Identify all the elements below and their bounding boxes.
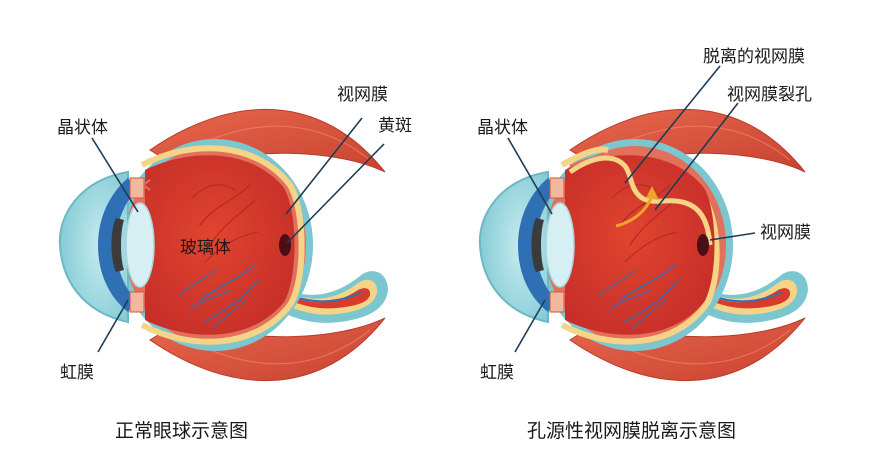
label-retina-left: 视网膜 bbox=[337, 85, 388, 105]
label-macula-left: 黄斑 bbox=[378, 116, 412, 136]
detached-retina-flap bbox=[568, 155, 713, 246]
detached-macula bbox=[697, 234, 709, 256]
label-lens-right: 晶状体 bbox=[477, 118, 528, 138]
label-iris-right: 虹膜 bbox=[480, 363, 514, 383]
retinal-hole-arrow bbox=[615, 195, 654, 228]
normal-eye-diagram: 晶状体 视网膜 黄斑 玻璃体 虹膜 正常眼球示意图 bbox=[57, 85, 412, 442]
detached-lens bbox=[545, 202, 575, 288]
detached-vitreous bbox=[565, 155, 715, 335]
caption-left: 正常眼球示意图 bbox=[115, 420, 248, 442]
label-iris-left: 虹膜 bbox=[60, 363, 94, 383]
label-retina-right: 视网膜 bbox=[760, 223, 811, 243]
normal-macula bbox=[279, 234, 291, 256]
normal-retina bbox=[140, 145, 305, 345]
caption-right: 孔源性视网膜脱离示意图 bbox=[527, 420, 736, 442]
detached-retina-diagram: 晶状体 脱离的视网膜 视网膜裂孔 视网膜 虹膜 孔源性视网膜脱离示意图 bbox=[477, 47, 812, 442]
label-detached-retina: 脱离的视网膜 bbox=[703, 47, 805, 67]
normal-lens bbox=[125, 202, 155, 288]
label-vitreous-left: 玻璃体 bbox=[180, 238, 231, 258]
label-retinal-hole: 视网膜裂孔 bbox=[727, 85, 812, 105]
label-lens-left: 晶状体 bbox=[57, 118, 108, 138]
normal-vitreous bbox=[145, 155, 295, 335]
